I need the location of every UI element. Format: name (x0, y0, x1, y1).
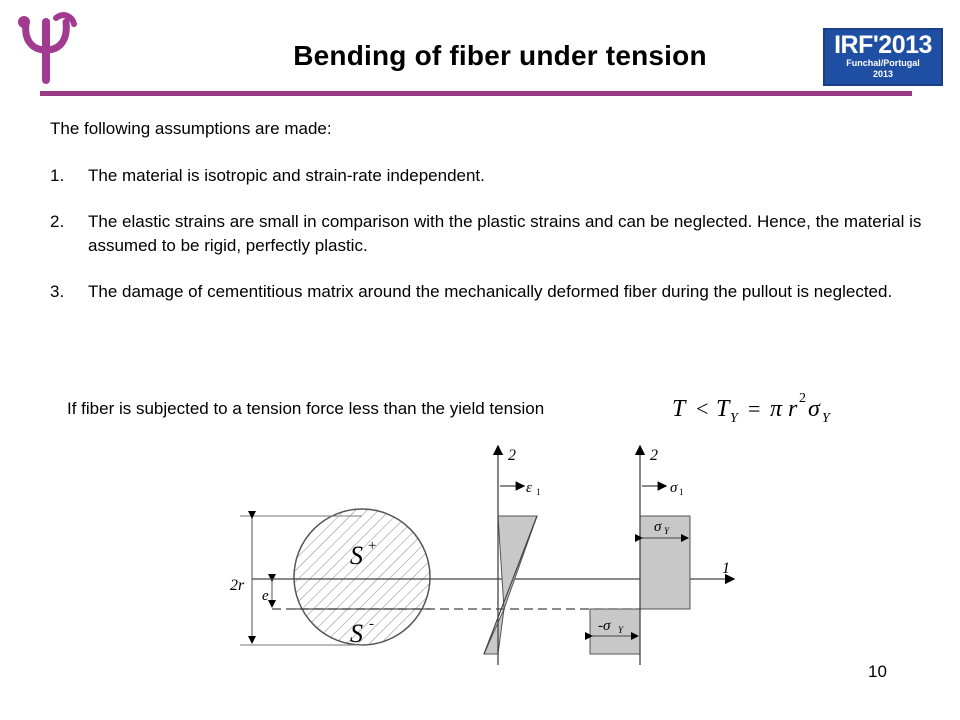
logo-line-2: Funchal/Portugal (846, 58, 920, 68)
formula-eq: = (748, 396, 760, 421)
strain-distribution (483, 515, 538, 655)
neg-sigmaY-label: -σ (598, 618, 611, 634)
page-number: 10 (868, 662, 887, 681)
sigmaY-sub: Y (664, 526, 670, 536)
assumption-number: 3. (50, 282, 65, 301)
axis-2-stress-label: 2 (650, 447, 658, 464)
intro-text: The following assumptions are made: (50, 119, 332, 138)
formula-TY-sub: Y (730, 411, 740, 426)
yield-tension-formula: T < T Y = π r 2 σ Y (672, 391, 832, 426)
assumptions-block: The following assumptions are made: 1. T… (50, 117, 930, 326)
assumption-number: 2. (50, 212, 65, 231)
assumption-item: 2. The elastic strains are small in comp… (50, 210, 930, 258)
assumption-item: 3. The damage of cementitious matrix aro… (50, 280, 930, 304)
logo-line-1: IRF'2013 (834, 31, 932, 59)
slide-title: Bending of fiber under tension (293, 40, 707, 71)
title-divider (40, 91, 912, 96)
tension-condition-text: If fiber is subjected to a tension force… (67, 399, 545, 418)
label-S-plus-sup: + (368, 538, 376, 554)
axis-1-label: 1 (722, 560, 730, 577)
sigma-sub: 1 (679, 487, 684, 497)
formula-sigma: σ (808, 396, 821, 422)
sigma-label: σ (670, 480, 678, 496)
formula-sigma-sub: Y (822, 411, 832, 426)
formula-TY: T (716, 396, 731, 422)
label-2r: 2r (230, 577, 245, 594)
epsilon-sub: 1 (536, 487, 541, 497)
formula-sq: 2 (799, 391, 806, 406)
fiber-cross-section (293, 508, 431, 646)
fiber-stress-diagram: 2r e 1 S + S - 2 ε 1 2 σ 1 σ Y -σ Y (230, 444, 736, 665)
formula-r: r (788, 396, 798, 422)
assumption-text: The material is isotropic and strain-rat… (88, 166, 485, 185)
epsilon-label: ε (526, 480, 532, 496)
irf-2013-logo: IRF'2013 Funchal/Portugal 2013 (823, 28, 943, 86)
assumption-text: The damage of cementitious matrix around… (88, 282, 893, 301)
label-e: e (262, 588, 269, 604)
label-S-minus-sup: - (369, 616, 374, 632)
neg-sigmaY-sub: Y (618, 625, 624, 635)
label-S-minus: S (350, 619, 363, 648)
assumption-item: 1. The material is isotropic and strain-… (50, 164, 930, 188)
psi-logo-icon (18, 12, 77, 84)
axis-2-strain-label: 2 (508, 447, 516, 464)
assumption-text: The elastic strains are small in compari… (88, 212, 922, 255)
label-S-plus: S (350, 541, 363, 570)
formula-T: T (672, 396, 687, 422)
stress-distribution (589, 515, 691, 655)
assumption-number: 1. (50, 166, 65, 185)
formula-pi: π (770, 396, 783, 422)
sigmaY-label: σ (654, 519, 662, 535)
logo-line-3: 2013 (872, 69, 894, 79)
formula-lt: < (696, 396, 708, 421)
